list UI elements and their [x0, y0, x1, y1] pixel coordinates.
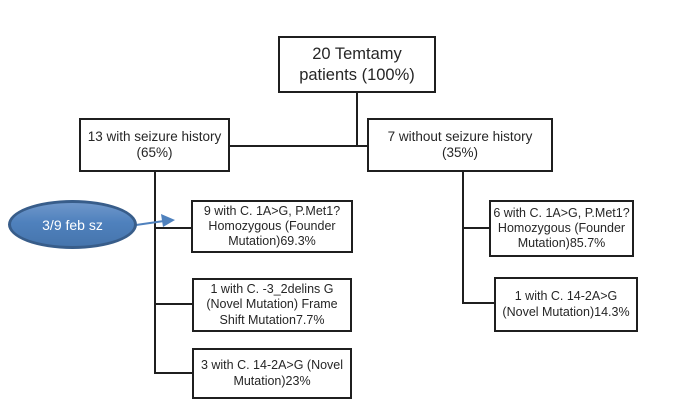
node-right-novel-mutation-label: 1 with C. 14-2A>G (Novel Mutation)14.3% — [502, 289, 630, 319]
node-left-founder-mutation[interactable]: 9 with C. 1A>G, P.Met1? Homozygous (Foun… — [191, 200, 353, 253]
node-left-novel-mutation-label: 3 with C. 14-2A>G (Novel Mutation)23% — [200, 358, 344, 388]
callout-arrow-icon — [135, 214, 175, 227]
node-left-novel-mutation[interactable]: 3 with C. 14-2A>G (Novel Mutation)23% — [192, 348, 352, 399]
node-without-seizure-history[interactable]: 7 without seizure history (35%) — [367, 118, 553, 172]
node-total-patients-label: 20 Temtamy patients (100%) — [299, 45, 415, 84]
node-with-seizure-history[interactable]: 13 with seizure history (65%) — [79, 118, 230, 172]
node-left-frameshift-mutation[interactable]: 1 with C. -3_2delins G (Novel Mutation) … — [192, 278, 352, 332]
node-left-frameshift-mutation-label: 1 with C. -3_2delins G (Novel Mutation) … — [206, 282, 338, 327]
node-total-patients[interactable]: 20 Temtamy patients (100%) — [278, 36, 436, 93]
node-right-founder-mutation-label: 6 with C. 1A>G, P.Met1? Homozygous (Foun… — [493, 205, 630, 251]
callout-ellipse-label: 3/9 feb sz — [42, 216, 103, 233]
node-left-founder-mutation-label: 9 with C. 1A>G, P.Met1? Homozygous (Foun… — [203, 203, 341, 249]
node-with-seizure-history-label: 13 with seizure history (65%) — [87, 128, 222, 160]
node-right-founder-mutation[interactable]: 6 with C. 1A>G, P.Met1? Homozygous (Foun… — [489, 200, 634, 257]
callout-ellipse[interactable]: 3/9 feb sz — [8, 200, 137, 249]
node-without-seizure-history-label: 7 without seizure history (35%) — [387, 128, 533, 160]
node-right-novel-mutation[interactable]: 1 with C. 14-2A>G (Novel Mutation)14.3% — [494, 277, 638, 332]
